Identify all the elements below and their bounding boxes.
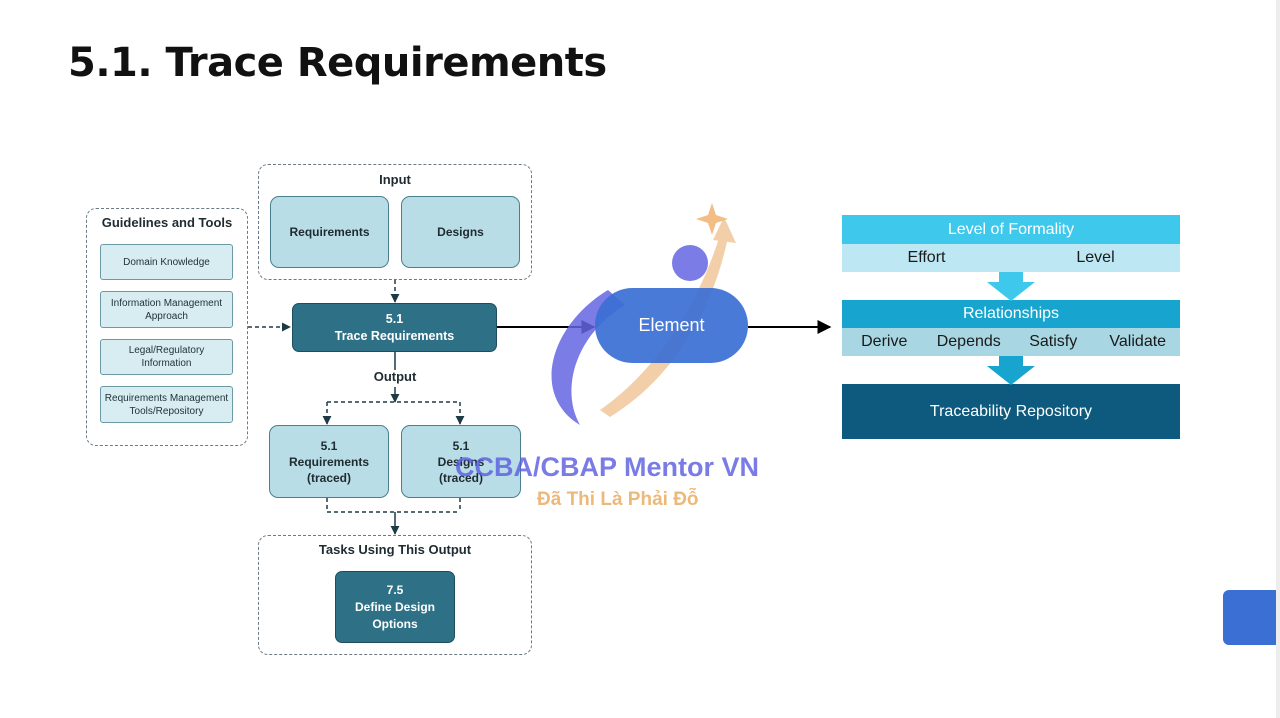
relationships-row: Derive Depends Satisfy Validate: [842, 328, 1180, 356]
watermark-brand: CCBA/CBAP Mentor VN: [455, 452, 760, 482]
relationship-satisfy: Satisfy: [1029, 333, 1078, 350]
input-designs: Designs: [401, 196, 520, 268]
formality-header: Level of Formality: [842, 215, 1180, 244]
watermark-slogan: Đã Thi Là Phải Đỗ: [537, 489, 699, 510]
guidelines-group: Guidelines and Tools: [86, 208, 248, 446]
formality-items-row: Effort Level: [842, 244, 1180, 272]
task-trace-requirements: 5.1 Trace Requirements: [292, 303, 497, 352]
guideline-domain-knowledge: Domain Knowledge: [100, 244, 233, 280]
down-arrow-2: [987, 356, 1035, 385]
tasks-using-group: Tasks Using This Output: [258, 535, 532, 655]
guideline-legal-regulatory: Legal/Regulatory Information: [100, 339, 233, 375]
mentor-logo-icon: [551, 203, 736, 425]
side-tab-button[interactable]: [1223, 590, 1280, 645]
input-requirements: Requirements: [270, 196, 389, 268]
output-label: Output: [373, 369, 417, 384]
formality-down-arrows: [987, 272, 1035, 385]
formality-panel: Level of Formality Effort Level Relation…: [842, 215, 1180, 440]
slide-title: 5.1. Trace Requirements: [68, 40, 607, 86]
guideline-rm-tools: Requirements Management Tools/Repository: [100, 386, 233, 423]
input-group: Input: [258, 164, 532, 280]
relationships-header: Relationships: [842, 300, 1180, 328]
formality-item-level: Level: [1076, 249, 1115, 266]
relationship-derive: Derive: [861, 333, 908, 350]
down-arrow-1: [987, 272, 1035, 301]
right-edge-divider: [1276, 0, 1280, 718]
relationship-depends: Depends: [936, 333, 1001, 350]
output-designs-traced: 5.1 Designs (traced): [401, 425, 521, 498]
output-requirements-traced: 5.1 Requirements (traced): [269, 425, 389, 498]
guideline-info-management: Information Management Approach: [100, 291, 233, 328]
task-define-design-options: 7.5 Define Design Options: [335, 571, 455, 643]
element-node: Element: [595, 288, 748, 363]
guidelines-label: Guidelines and Tools: [101, 215, 233, 230]
formality-item-effort: Effort: [907, 249, 946, 266]
tasks-using-label: Tasks Using This Output: [318, 542, 472, 557]
input-label: Input: [379, 172, 411, 187]
traceability-repository: Traceability Repository: [842, 384, 1180, 439]
relationship-validate: Validate: [1109, 333, 1167, 350]
